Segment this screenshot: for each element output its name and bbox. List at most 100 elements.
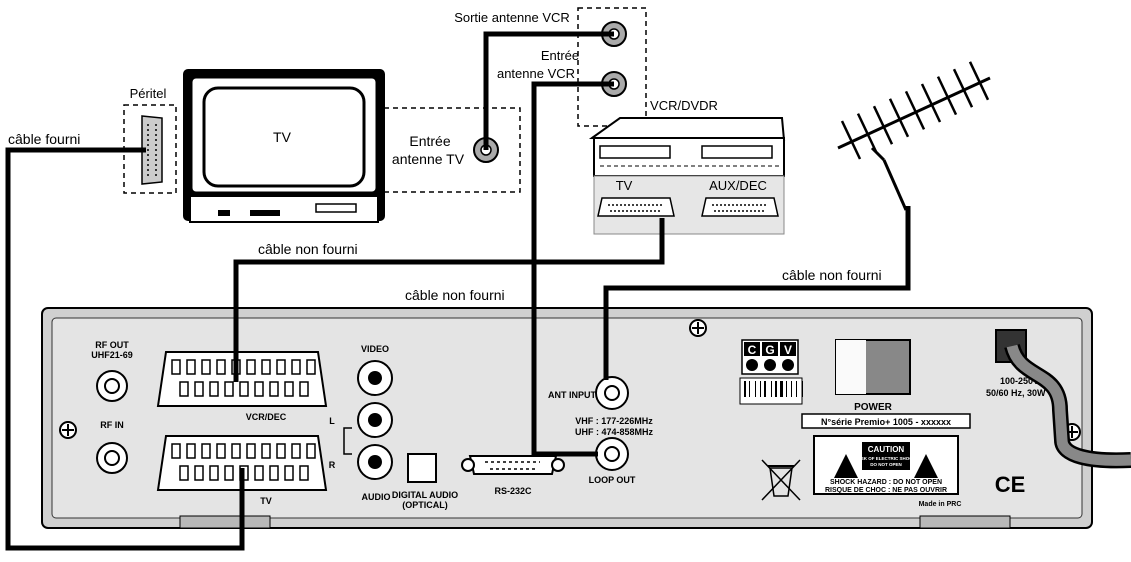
scart-pin bbox=[201, 359, 211, 375]
scart-pin bbox=[201, 443, 211, 459]
caution-label: CAUTION RISK OF ELECTRIC SHOCK DO NOT OP… bbox=[813, 435, 959, 495]
tv-antenna-in-label-1: Entrée bbox=[409, 133, 450, 149]
scart-pin bbox=[261, 359, 271, 375]
scart-pin bbox=[224, 381, 234, 397]
scart-pin bbox=[306, 443, 316, 459]
vhf-label: VHF : 177-226MHz bbox=[575, 416, 653, 426]
barcode-label bbox=[739, 377, 803, 405]
scart-pin bbox=[216, 359, 226, 375]
audio-right-rca-connector[interactable] bbox=[357, 444, 393, 480]
barcode-bar bbox=[791, 381, 792, 397]
audio-bracket bbox=[343, 427, 352, 455]
rs232c-connector[interactable] bbox=[461, 455, 565, 475]
cable-not-supplied-label-1: câble non fourni bbox=[258, 241, 358, 257]
cable-tv-scart-to-vcr bbox=[233, 259, 650, 382]
ant-input-connector[interactable] bbox=[595, 376, 629, 410]
vcr-scart-tv-connector[interactable] bbox=[597, 197, 675, 217]
rf-out-label: RF OUT bbox=[95, 340, 129, 350]
scart-vcr-dec-label: VCR/DEC bbox=[246, 412, 287, 422]
power-cord bbox=[1006, 344, 1131, 466]
optical-audio-connector[interactable] bbox=[407, 453, 437, 483]
mains-voltage-label: 100-250V~ bbox=[1000, 376, 1044, 386]
tv-screen bbox=[202, 86, 366, 188]
cable-supplied bbox=[5, 147, 245, 551]
barcode-bar bbox=[802, 381, 803, 397]
scart-pin bbox=[194, 381, 204, 397]
tv-foot bbox=[218, 210, 230, 216]
scart-pin bbox=[254, 465, 264, 481]
tv-antenna-in-label-2: antenne TV bbox=[392, 151, 465, 167]
scart-pin bbox=[171, 443, 181, 459]
scart-pin bbox=[261, 443, 271, 459]
scart-tv-connector[interactable] bbox=[156, 435, 328, 491]
vcr-scart-aux-connector[interactable] bbox=[701, 197, 779, 217]
peritel-connector[interactable] bbox=[141, 115, 163, 185]
exclamation-warning-icon bbox=[914, 454, 938, 478]
barcode-bar bbox=[780, 381, 783, 397]
peritel-label: Péritel bbox=[130, 86, 167, 101]
tv-set bbox=[183, 69, 385, 223]
barcode-bar bbox=[760, 381, 761, 397]
scart-pin bbox=[194, 465, 204, 481]
cable-vcr-out-to-tv bbox=[483, 31, 614, 150]
caution-sub-2: DO NOT OPEN bbox=[870, 462, 902, 467]
scart-pin bbox=[269, 465, 279, 481]
barcode-bar bbox=[755, 381, 756, 397]
antenna-element bbox=[840, 120, 862, 160]
cable-tv-scart-to-vcr-end bbox=[650, 218, 665, 265]
audio-left-rca-connector[interactable] bbox=[357, 402, 393, 438]
scart-pin bbox=[306, 359, 316, 375]
tv-antenna-dashed-box bbox=[383, 107, 521, 193]
rf-out-connector[interactable] bbox=[96, 370, 128, 402]
vcr-device-label: VCR/DVDR bbox=[650, 98, 718, 113]
scart-pin bbox=[186, 443, 196, 459]
antenna-element bbox=[968, 61, 990, 101]
scart-pin bbox=[276, 443, 286, 459]
shock-warning-fr: RISQUE DE CHOC : NE PAS OUVRIR bbox=[825, 487, 947, 494]
cable-supplied-label: câble fourni bbox=[8, 131, 80, 147]
rf-in-connector[interactable] bbox=[96, 442, 128, 474]
scart-pin bbox=[284, 381, 294, 397]
audio-label: AUDIO bbox=[362, 492, 391, 502]
ant-input-label: ANT INPUT bbox=[548, 390, 596, 400]
cable-network bbox=[5, 31, 911, 551]
caution-sub-1: RISK OF ELECTRIC SHOCK bbox=[856, 456, 916, 461]
scart-pin bbox=[239, 381, 249, 397]
rs232c-label: RS-232C bbox=[494, 486, 532, 496]
loop-out-label: LOOP OUT bbox=[589, 475, 636, 485]
antenna-element bbox=[952, 68, 974, 108]
vcr-antenna-in-label-2: antenne VCR bbox=[497, 66, 575, 81]
scart-pin bbox=[276, 359, 286, 375]
vcr-port-aux-label: AUX/DEC bbox=[709, 178, 767, 193]
video-rca-connector[interactable] bbox=[357, 360, 393, 396]
scart-vcr-dec-connector[interactable] bbox=[156, 351, 328, 407]
cable-loop-out-to-vcr bbox=[531, 81, 614, 457]
antenna-element bbox=[856, 113, 878, 153]
power-switch-highlight bbox=[836, 340, 866, 394]
cgv-logo-letter: C bbox=[748, 343, 757, 357]
scart-pin bbox=[269, 381, 279, 397]
screw-icon bbox=[689, 319, 707, 337]
barcode-bar bbox=[744, 381, 746, 397]
digital-audio-label: DIGITAL AUDIO bbox=[392, 490, 458, 500]
barcode-bar bbox=[764, 381, 766, 397]
scart-pin bbox=[299, 465, 309, 481]
scart-tv-label: TV bbox=[260, 496, 272, 506]
scart-pin bbox=[254, 381, 264, 397]
weee-crossed-bin-icon bbox=[761, 459, 801, 501]
scart-pin bbox=[246, 359, 256, 375]
antenna-element bbox=[872, 105, 894, 145]
loop-out-connector[interactable] bbox=[595, 437, 629, 471]
serial-number: N°série Premio+ 1005 - xxxxxx bbox=[821, 417, 951, 427]
barcode-bar bbox=[796, 381, 797, 397]
scart-pin bbox=[224, 465, 234, 481]
vcr-dvdr-device bbox=[588, 117, 786, 177]
tv-foot bbox=[250, 210, 280, 216]
lightning-warning-icon bbox=[834, 454, 858, 478]
shock-warning-en: SHOCK HAZARD : DO NOT OPEN bbox=[830, 479, 942, 486]
scart-pin bbox=[209, 465, 219, 481]
scart-pin bbox=[299, 381, 309, 397]
tv-control-panel bbox=[315, 203, 357, 213]
vcr-port-tv-label: TV bbox=[616, 178, 633, 193]
